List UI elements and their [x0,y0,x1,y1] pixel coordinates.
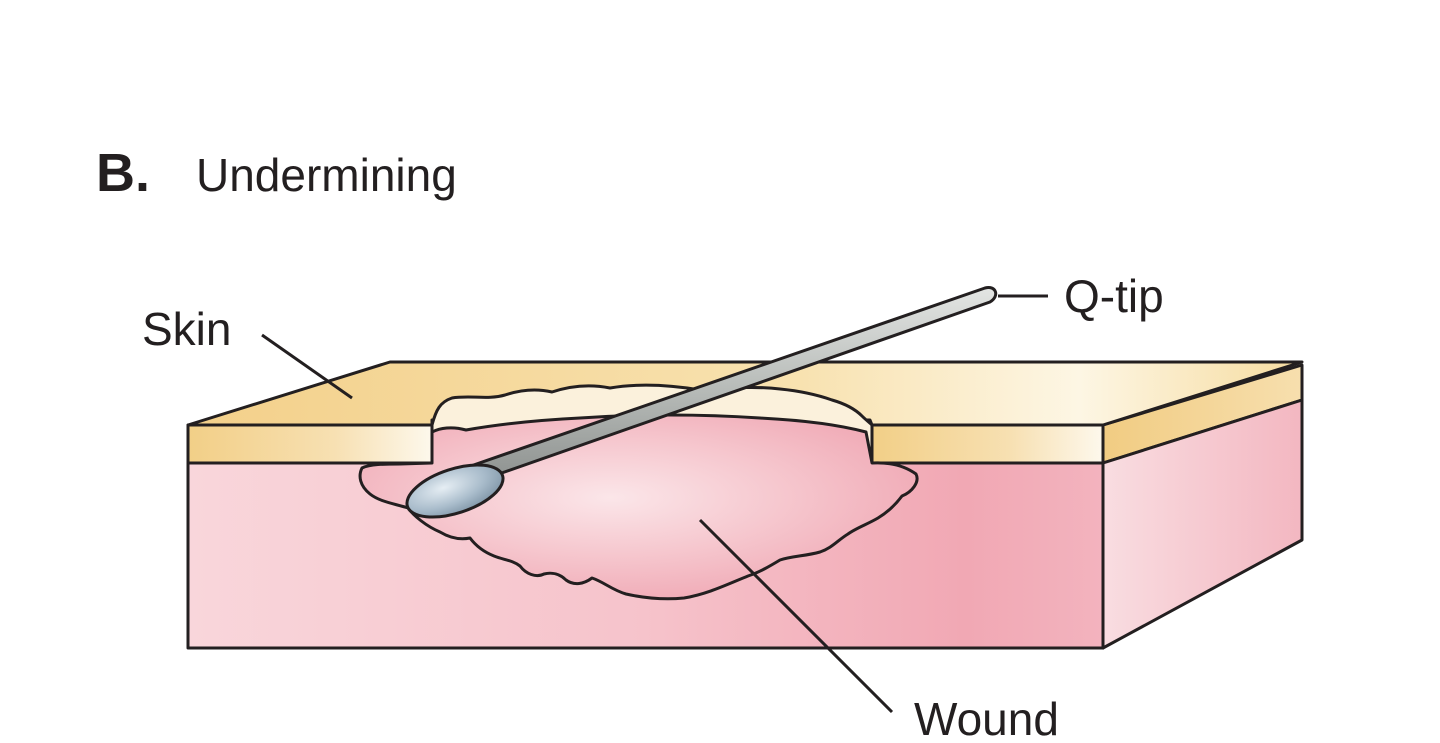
skin-leader-line [261,333,353,400]
skin-layer-front-right [870,423,1105,465]
panel-heading: B. Undermining [96,142,457,212]
panel-letter: B. [96,143,150,203]
skin-layer-front [186,423,434,465]
qtip [405,286,998,519]
wound-leader-line [698,518,894,714]
skin-label: Skin [142,303,231,355]
qtip-cotton-tip [405,463,505,519]
panel-title: Undermining [196,149,457,201]
wound-label: Wound [914,693,1059,743]
qtip-stick [463,286,998,484]
qtip-label: Q-tip [1064,270,1164,322]
